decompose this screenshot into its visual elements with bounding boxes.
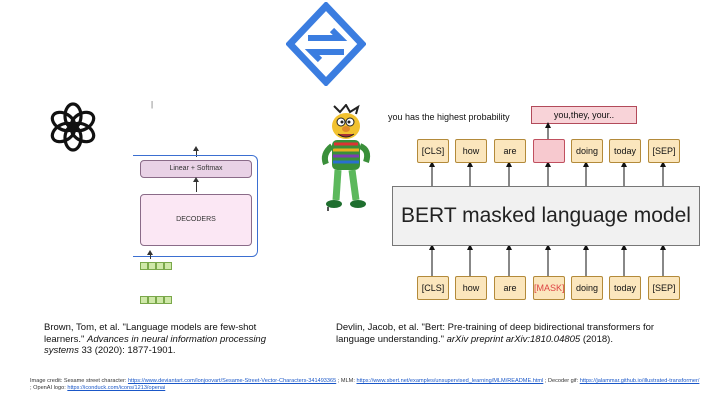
input-token-1: how — [455, 276, 487, 300]
credit-mid-2: ; Decoder gif: — [543, 378, 580, 384]
probability-caption: you has the highest probability — [388, 112, 510, 122]
devlin-citation: Devlin, Jacob, et al. "Bert: Pre-trainin… — [336, 322, 676, 345]
input-token-5: today — [609, 276, 641, 300]
output-token-6: [SEP] — [648, 139, 680, 163]
output-token-1: how — [455, 139, 487, 163]
output-token-5: today — [609, 139, 641, 163]
sesame-street-character-icon — [318, 103, 378, 217]
decoder-input-arrow — [147, 250, 153, 259]
decoders-box: DECODERS — [140, 194, 252, 246]
input-token-2: are — [494, 276, 526, 300]
output-token-3 — [533, 139, 565, 163]
credit-link-mlm[interactable]: https://www.sbert.net/examples/unsupervi… — [356, 378, 544, 384]
devlin-citation-text: Devlin, Jacob, et al. "Bert: Pre-trainin… — [336, 322, 655, 345]
credit-prefix: Image credit: Sesame street character: — [30, 378, 128, 384]
credit-link-decoder[interactable]: https://jalammar.github.io/illustrated-t… — [579, 378, 700, 384]
output-token-2: are — [494, 139, 526, 163]
openai-logo-icon — [48, 102, 98, 157]
devlin-citation-venue: arXiv preprint arXiv:1810.04805 — [446, 333, 581, 345]
decoder-stack-frame — [133, 155, 258, 257]
brown-citation-venue: Advances in neural information processin… — [44, 333, 266, 357]
character-shadow-tick — [327, 207, 329, 211]
output-token-4: doing — [571, 139, 603, 163]
bert-model-box: BERT masked language model — [392, 186, 700, 246]
input-token-6: [SEP] — [648, 276, 680, 300]
image-credit: Image credit: Sesame street character: h… — [30, 378, 700, 393]
credit-mid-1: ; MLM: — [336, 378, 357, 384]
input-token-3: [MASK] — [533, 276, 565, 300]
brown-citation: Brown, Tom, et al. "Language models are … — [44, 322, 294, 357]
devlin-citation-tail: (2018). — [580, 333, 613, 345]
decoder-input-embedding — [140, 262, 172, 270]
credit-link-sesame[interactable]: https://www.deviantart.com/lonjoovart/Se… — [127, 378, 337, 384]
input-token-4: doing — [571, 276, 603, 300]
decoder-top-tick: | — [151, 100, 154, 109]
brown-citation-tail: 33 (2020): 1877-1901. — [78, 345, 176, 356]
brown-citation-text: Brown, Tom, et al. "Language models are … — [44, 322, 257, 345]
input-token-0: [CLS] — [417, 276, 449, 300]
decoder-input-embedding-2 — [140, 296, 172, 304]
prediction-box: you,they, your.. — [531, 106, 637, 124]
output-token-0: [CLS] — [417, 139, 449, 163]
decoder-inner-arrow — [193, 177, 199, 192]
decoder-output-arrow — [193, 146, 199, 157]
credit-link-openai[interactable]: https://iconduck.com/icons/1213/openai — [67, 385, 166, 392]
credit-mid-3: ; OpenAI logo: — [30, 385, 68, 392]
swap-arrows-icon — [285, 0, 367, 91]
